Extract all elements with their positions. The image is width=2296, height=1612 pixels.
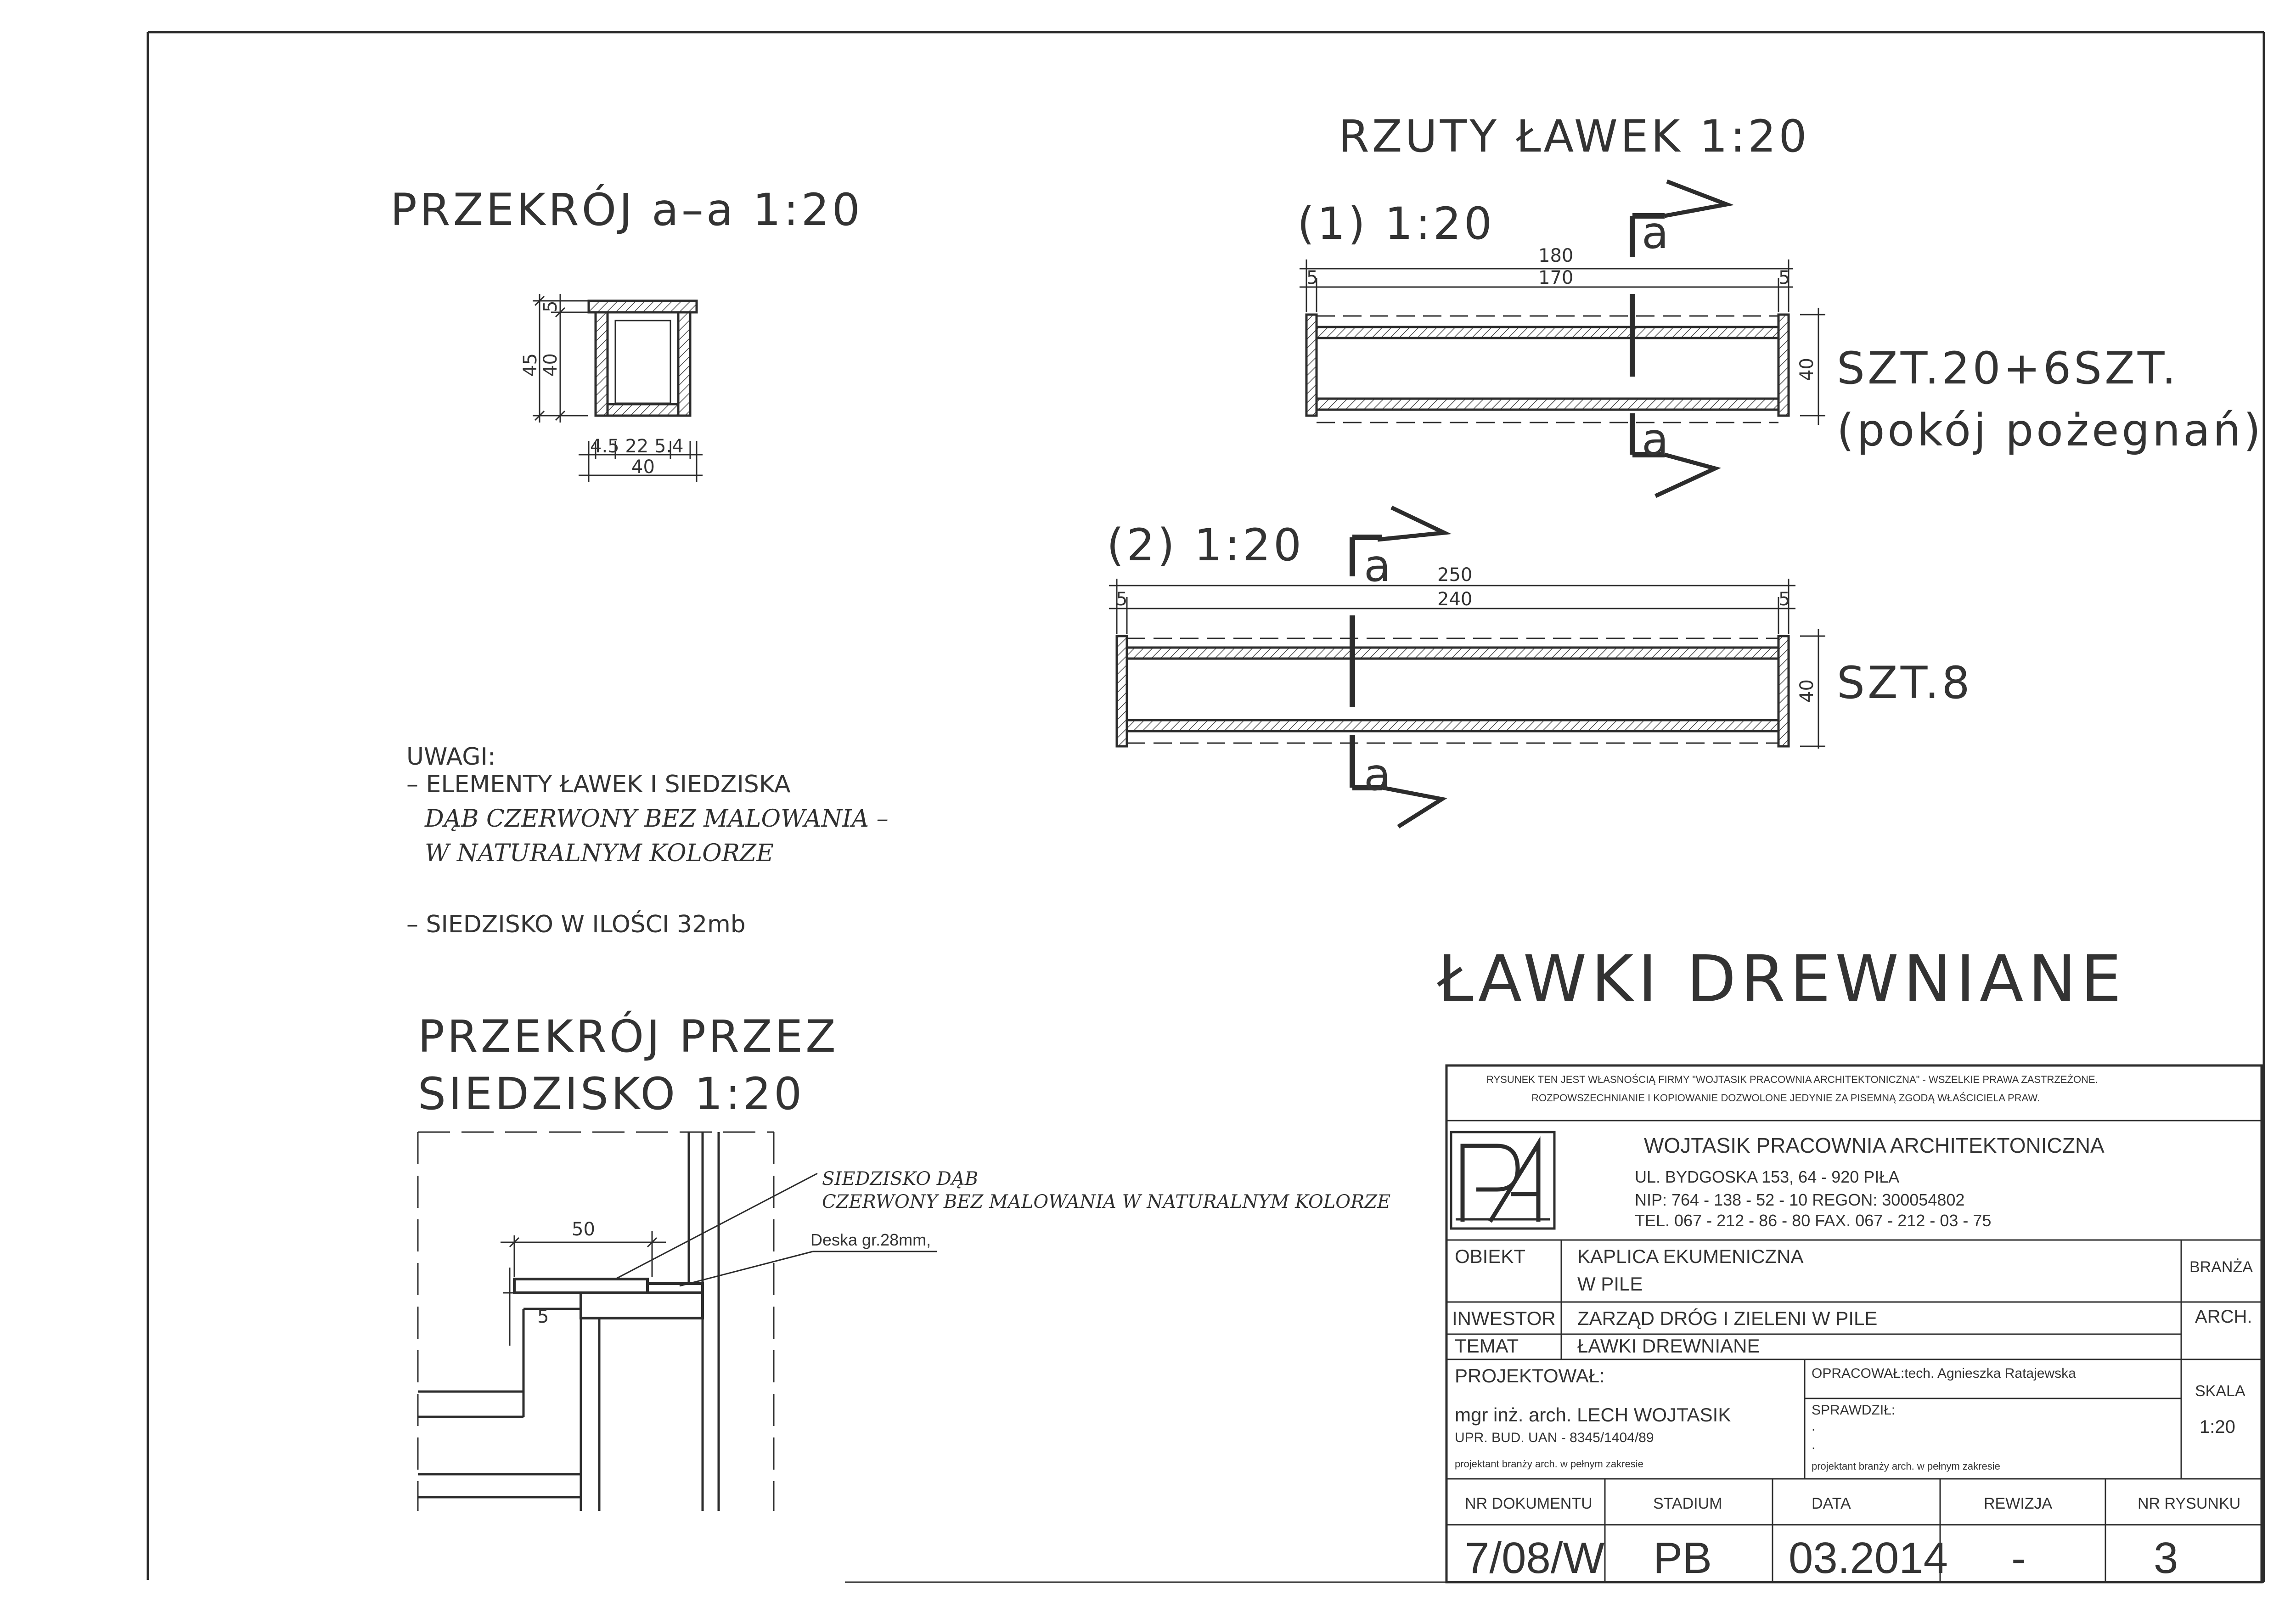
bench2-cut-marker-top: a [1364, 540, 1394, 592]
title-block-grid [1445, 1064, 2263, 1584]
section-aa-drawing [533, 294, 703, 482]
bench2-cut-marker-bottom: a [1364, 749, 1394, 800]
bench2-quantity: SZT.8 [1837, 657, 1973, 709]
section-aa-dim-bottom-parts: 4.5 22 5.4 [590, 436, 684, 457]
notes-handwritten-line1: DĄB CZERWONY BEZ MALOWANIA – [424, 805, 889, 833]
bench2-plan [1109, 505, 1825, 829]
sprawdzil-scope: projektant branży arch. w pełnym zakresi… [1812, 1460, 2000, 1472]
temat-label: TEMAT [1455, 1335, 1519, 1357]
copyright-line2: ROZPOWSZECHNIANIE I KOPIOWANIE DOZWOLONE… [1531, 1092, 2040, 1104]
opracowal-value: OPRACOWAŁ:tech. Agnieszka Ratajewska [1812, 1366, 2076, 1381]
seat-section-drawing [417, 1131, 937, 1511]
bench1-cut-marker-top: a [1642, 207, 1671, 259]
company-nip: NIP: 764 - 138 - 52 - 10 REGON: 30005480… [1635, 1190, 1964, 1209]
bench1-label: (1) 1:20 [1297, 198, 1495, 249]
seat-board-note: Deska gr.28mm, [810, 1230, 931, 1249]
bench2-dim-width: 40 [1796, 679, 1818, 703]
document-number: 7/08/W [1465, 1533, 1605, 1583]
main-title: ŁAWKI DREWNIANE [1437, 942, 2126, 1017]
bench1-cut-marker-bottom: a [1642, 414, 1671, 465]
inwestor-label: INWESTOR [1452, 1308, 1556, 1329]
bench1-dim-total: 180 [1538, 245, 1573, 266]
plans-title: RZUTY ŁAWEK 1:20 [1339, 111, 1810, 162]
col-header-sheet: NR RYSUNKU [2138, 1495, 2240, 1512]
seat-section-title-line2: SIEDZISKO 1:20 [418, 1068, 805, 1120]
bench2-dim-end-left: 5 [1116, 589, 1127, 610]
bench1-dim-inner: 170 [1538, 267, 1573, 288]
col-header-date: DATA [1812, 1495, 1851, 1512]
stage-value: PB [1653, 1533, 1712, 1583]
col-header-document: NR DOKUMENTU [1465, 1495, 1593, 1512]
branza-label: BRANŻA [2189, 1258, 2253, 1276]
bench1-plan [1300, 179, 1825, 498]
company-address: UL. BYDGOSKA 153, 64 - 920 PIŁA [1635, 1167, 1899, 1186]
temat-value: ŁAWKI DREWNIANE [1577, 1335, 1760, 1357]
copyright-line1: RYSUNEK TEN JEST WŁASNOŚCIĄ FIRMY "WOJTA… [1486, 1074, 2098, 1085]
designer-scope: projektant branży arch. w pełnym zakresi… [1455, 1458, 1643, 1470]
branza-value: ARCH. [2195, 1307, 2252, 1327]
col-header-revision: REWIZJA [1984, 1495, 2053, 1512]
section-aa-dim-5: 5 [540, 301, 561, 312]
bench2-dim-total: 250 [1437, 564, 1472, 586]
notes-line-seat-length: – SIEDZISKO W ILOŚCI 32mb [406, 910, 746, 938]
section-aa-dim-40-vertical: 40 [540, 353, 561, 377]
company-phone: TEL. 067 - 212 - 86 - 80 FAX. 067 - 212 … [1635, 1211, 1991, 1230]
skala-label: SKALA [2195, 1382, 2245, 1400]
seat-handwritten-line1: SIEDZISKO DĄB [822, 1168, 978, 1189]
seat-dim-5: 5 [537, 1306, 549, 1327]
company-name: WOJTASIK PRACOWNIA ARCHITEKTONICZNA [1644, 1133, 2105, 1157]
designer-license: UPR. BUD. UAN - 8345/1404/89 [1455, 1430, 1654, 1445]
obiekt-value-line1: KAPLICA EKUMENICZNA [1577, 1246, 1803, 1267]
bench1-dim-end-left: 5 [1306, 267, 1318, 288]
seat-section-title-line1: PRZEKRÓJ PRZEZ [418, 1010, 838, 1062]
obiekt-label: OBIEKT [1455, 1246, 1525, 1267]
notes-heading: UWAGI: [406, 743, 495, 771]
section-aa-title: PRZEKRÓJ a–a 1:20 [390, 184, 863, 236]
bench1-dim-width: 40 [1796, 358, 1818, 381]
obiekt-value-line2: W PILE [1577, 1273, 1643, 1295]
sprawdzil-label: SPRAWDZIŁ: [1812, 1403, 1895, 1418]
sheet-number: 3 [2154, 1533, 2178, 1583]
date-value: 03.2014 [1789, 1533, 1948, 1583]
designer-name: mgr inż. arch. LECH WOJTASIK [1455, 1404, 1731, 1426]
notes-handwritten-line2: W NATURALNYM KOLORZE [425, 840, 774, 867]
revision-value: - [2011, 1533, 2026, 1583]
bench2-dim-end-right: 5 [1778, 589, 1790, 610]
section-aa-dim-45: 45 [520, 353, 541, 377]
col-header-stage: STADIUM [1653, 1495, 1722, 1512]
sprawdzil-dot-2: . [1812, 1437, 1815, 1452]
seat-handwritten-line2: CZERWONY BEZ MALOWANIA W NATURALNYM KOLO… [822, 1191, 1390, 1212]
notes-line-elements: – ELEMENTY ŁAWEK I SIEDZISKA [406, 771, 791, 798]
bench1-quantity-note: (pokój pożegnań) [1837, 405, 2263, 456]
seat-dim-50: 50 [572, 1219, 595, 1240]
sprawdzil-dot-1: . [1812, 1419, 1815, 1434]
bench1-quantity: SZT.20+6SZT. [1837, 343, 2179, 394]
bench1-dim-end-right: 5 [1778, 267, 1790, 288]
section-aa-dim-40-horizontal: 40 [631, 457, 655, 478]
projektowal-label: PROJEKTOWAŁ: [1455, 1365, 1605, 1387]
bench2-label: (2) 1:20 [1107, 519, 1304, 571]
skala-value: 1:20 [2200, 1417, 2235, 1437]
bench2-dim-inner: 240 [1437, 589, 1472, 610]
inwestor-value: ZARZĄD DRÓG I ZIELENI W PILE [1577, 1308, 1877, 1329]
